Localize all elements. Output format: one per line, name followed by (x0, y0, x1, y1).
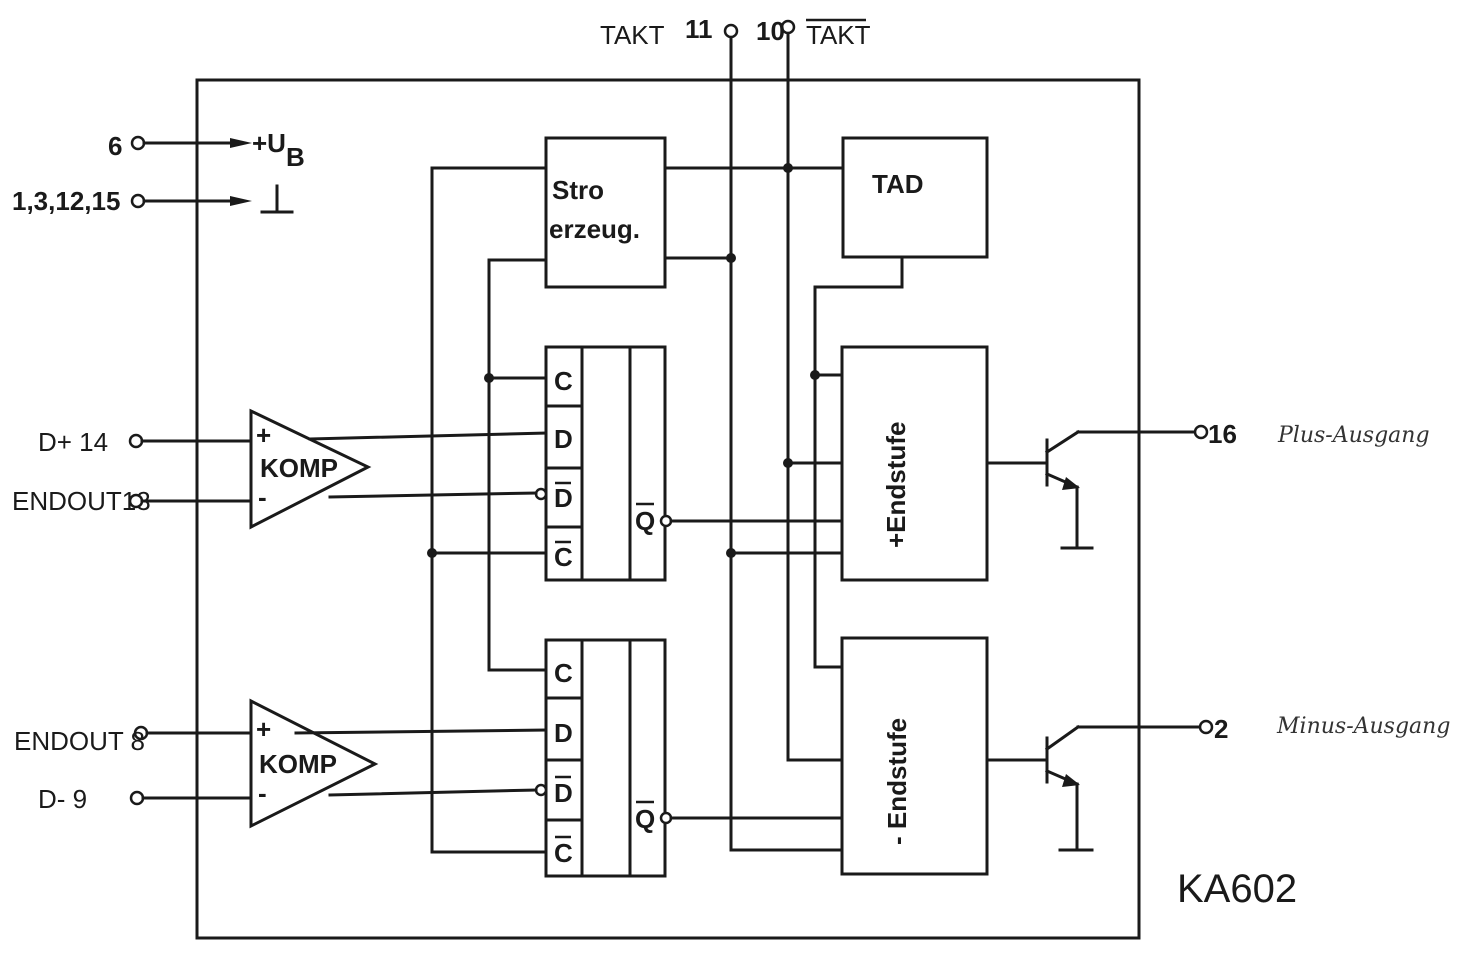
komp1-minus: - (258, 482, 267, 512)
endout13-label: ENDOUT13 (12, 486, 151, 516)
output-pins: 16 Plus-Ausgang 2 Minus-Ausgang (1193, 419, 1450, 744)
q-wiring (669, 255, 904, 852)
ub-label: +U (252, 128, 286, 158)
komp1-label: KOMP (260, 453, 338, 483)
pin-11 (723, 23, 739, 39)
ff1-c-label: C (554, 366, 573, 396)
tad-label: TAD (872, 169, 924, 199)
ub-pin-number: 6 (108, 131, 122, 161)
komp-outputs (294, 431, 548, 797)
taktn-label: TAKT (806, 20, 871, 50)
input-pins: D+ 14 ENDOUT13 ENDOUT 8 D- 9 (12, 427, 253, 814)
komp2-plus: + (256, 714, 271, 744)
endstufe-plus-label: +Endstufe (881, 422, 911, 548)
ub-subscript: B (286, 142, 305, 172)
ff2-qn-label: Q (635, 804, 655, 834)
dminus-label: D- 9 (38, 784, 87, 814)
out-minus-label: Minus-Ausgang (1276, 714, 1450, 739)
flip-flop-upper: C D D C Q (534, 345, 673, 582)
out-minus-pin: 2 (1214, 714, 1228, 744)
takt-inputs: TAKT 11 10 TAKT (600, 14, 871, 852)
ff2-cn-label: C (554, 838, 573, 868)
gnd-pin-numbers: 1,3,12,15 (12, 186, 120, 216)
flip-flop-lower: C D D C Q (534, 638, 673, 878)
takt-pin-number: 11 (685, 14, 713, 44)
chip-outline (195, 78, 1141, 940)
arrow-icon (230, 196, 252, 206)
out-plus-label: Plus-Ausgang (1277, 423, 1430, 448)
takt-label: TAKT (600, 20, 665, 50)
transistor-minus-icon (985, 724, 1202, 852)
comparator-upper: KOMP + - (249, 408, 372, 530)
strobe-generator-block (544, 136, 667, 289)
comparator-lower: KOMP + - (249, 698, 379, 829)
arrow-icon (230, 138, 252, 148)
endstufe-plus-block (840, 345, 989, 582)
komp1-plus: + (256, 420, 271, 450)
ff2-c-label: C (554, 658, 573, 688)
strobe-label-2: erzeug. (549, 214, 640, 244)
transistor-plus-icon (985, 429, 1197, 550)
supply-pins: 6 +U B 1,3,12,15 (12, 128, 305, 216)
ff1-dn-label: D (554, 483, 573, 513)
pin-10 (780, 19, 796, 35)
endstufe-minus-label: - Endstufe (882, 718, 912, 845)
ff1-qn-label: Q (635, 506, 655, 536)
ff1-cn-label: C (554, 542, 573, 572)
out-plus-pin: 16 (1208, 419, 1237, 449)
dplus-label: D+ 14 (38, 427, 108, 457)
tad-block (841, 136, 989, 259)
part-number: KA602 (1177, 867, 1297, 911)
komp2-label: KOMP (259, 749, 337, 779)
strobe-label-1: Stro (552, 175, 604, 205)
ff1-d-label: D (554, 424, 573, 454)
komp2-minus: - (258, 778, 267, 808)
ff2-d-label: D (554, 718, 573, 748)
ff2-dn-label: D (554, 778, 573, 808)
taktn-pin-number: 10 (756, 16, 785, 46)
strobe-wiring (427, 163, 845, 854)
endstufe-minus-block (840, 636, 989, 876)
endout8-label: ENDOUT 8 (14, 726, 145, 756)
ground-icon (260, 184, 294, 214)
